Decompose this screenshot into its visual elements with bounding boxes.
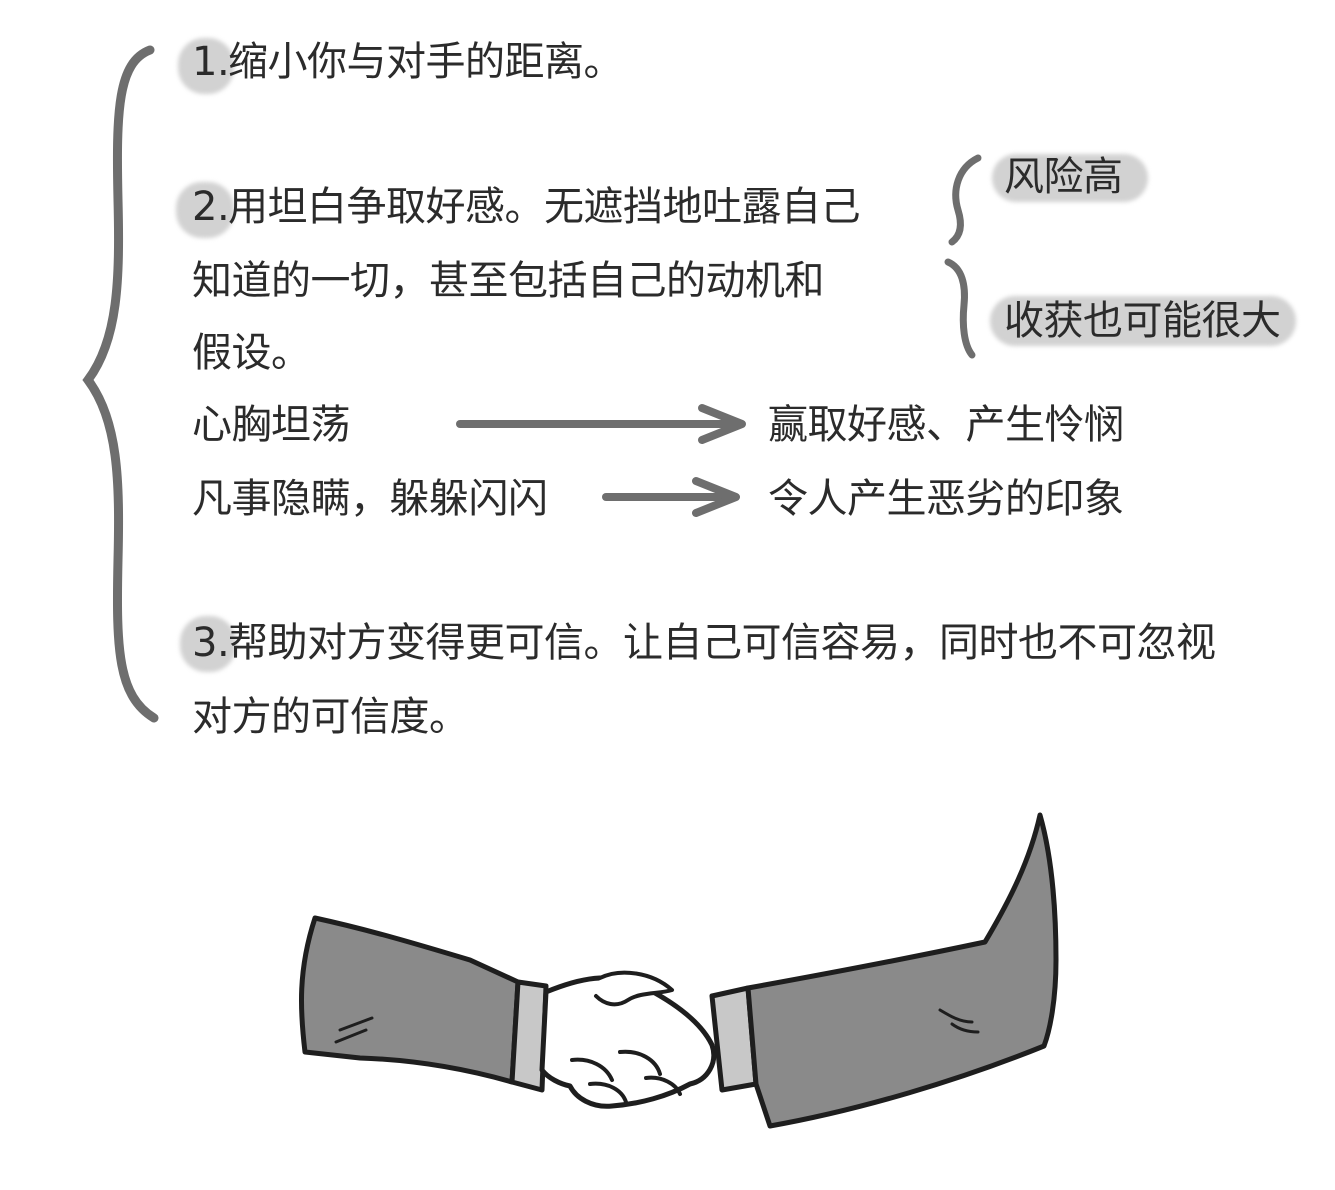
arrow-1 [456, 404, 746, 444]
branch-risk: 风险高 [1004, 154, 1123, 200]
point-2-line-1: 用坦白争取好感。无遮挡地吐露自己 [228, 184, 861, 230]
contrast-2-effect: 令人产生恶劣的印象 [768, 476, 1124, 522]
contrast-2-cause: 凡事隐瞒，躲躲闪闪 [192, 476, 548, 522]
point-2-line-2: 知道的一切，甚至包括自己的动机和 [192, 258, 825, 304]
point-1-number: 1. [192, 39, 230, 85]
main-brace [82, 45, 159, 723]
point-3-number: 3. [192, 620, 230, 666]
number-highlight-2 [176, 182, 234, 238]
point-1-line-1: 缩小你与对手的距离。 [228, 39, 624, 85]
point-2-line-3: 假设。 [192, 330, 311, 376]
risk-brace [948, 154, 982, 246]
number-highlight-1 [178, 38, 234, 94]
number-highlight-3 [180, 616, 236, 672]
reward-brace [944, 258, 976, 359]
handshake-illustration [298, 812, 1059, 1129]
arrow-2 [602, 477, 740, 517]
contrast-1-effect: 赢取好感、产生怜悯 [768, 402, 1124, 448]
contrast-1-cause: 心胸坦荡 [192, 402, 351, 448]
point-2-number: 2. [192, 184, 230, 230]
branch-reward: 收获也可能很大 [1004, 298, 1281, 344]
reward-highlight [990, 296, 1296, 346]
point-3-line-2: 对方的可信度。 [192, 694, 469, 740]
risk-highlight [992, 154, 1148, 202]
point-3-line-1: 帮助对方变得更可信。让自己可信容易，同时也不可忽视 [228, 620, 1216, 666]
